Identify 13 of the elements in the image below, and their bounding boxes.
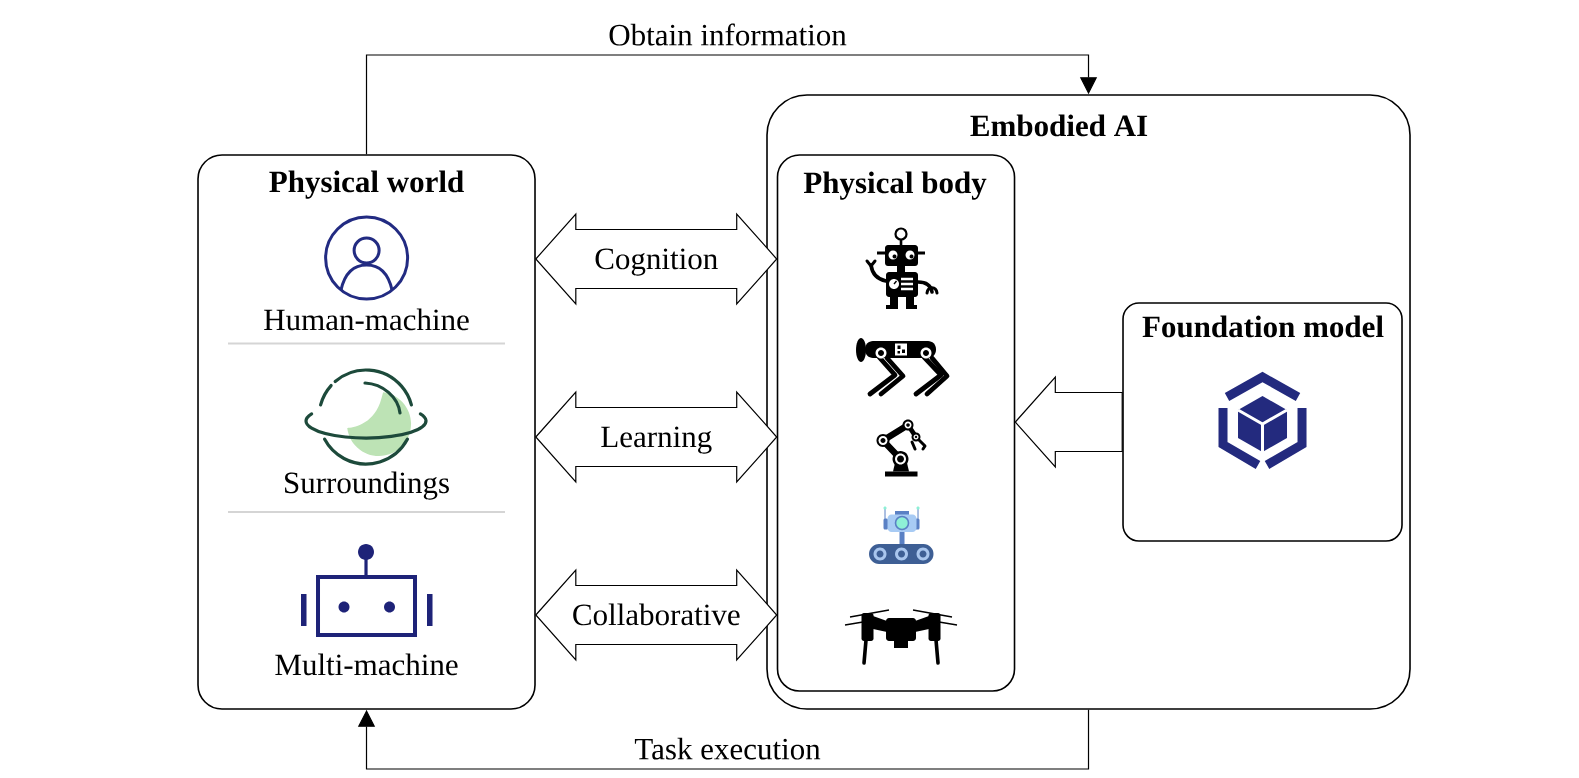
block-arrow bbox=[1014, 375, 1123, 469]
edge-label: Cognition bbox=[592, 246, 721, 278]
section-label: Surroundings bbox=[285, 471, 449, 500]
rounded-box: Physical body bbox=[776, 154, 1016, 692]
edge-label: Obtain information bbox=[606, 21, 849, 48]
arrow bbox=[365, 54, 1098, 155]
edge-label: Learning bbox=[598, 424, 715, 456]
section-label: Multi-machine bbox=[275, 653, 458, 676]
edge-label: Collaborative bbox=[569, 601, 743, 628]
section-label: Human-machine bbox=[264, 308, 469, 331]
rounded-box: Foundation model bbox=[1122, 302, 1403, 542]
edge-label: Task execution bbox=[632, 735, 823, 762]
arrow bbox=[357, 709, 1090, 770]
